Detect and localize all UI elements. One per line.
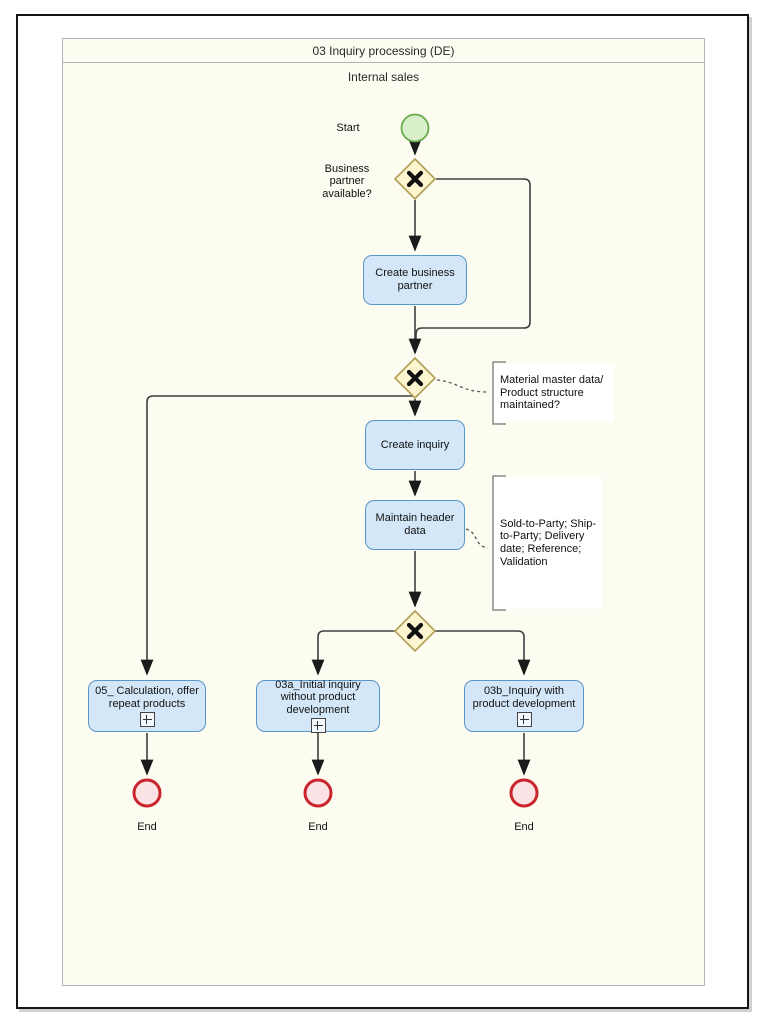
end-event-label-1: End	[137, 821, 157, 833]
start-event-label: Start	[336, 122, 360, 134]
subprocess-05-calculation-offer: 05_ Calculation, offer repeat products	[88, 680, 206, 732]
gateway1-label: Business partner available?	[322, 163, 372, 200]
task-create-business-partner-label: Create business partner	[375, 267, 455, 292]
subprocess-03a-initial-inquiry: 03a_Initial inquiry without product deve…	[256, 678, 380, 734]
end-event-label-2: End	[308, 821, 328, 833]
task-maintain-header-data: Maintain header data	[365, 500, 465, 550]
subprocess-plus-icon	[139, 712, 155, 728]
task-create-inquiry: Create inquiry	[365, 420, 465, 470]
subprocess-05-label: 05_ Calculation, offer repeat products	[95, 684, 199, 710]
end-event-label-3: End	[514, 821, 534, 833]
lane-label: Internal sales	[347, 70, 420, 84]
subprocess-plus-icon	[516, 712, 532, 728]
subprocess-plus-icon	[310, 718, 326, 734]
annotation-material-master-text: Material master data/ Product structure …	[500, 373, 604, 412]
annotation-header-fields-text: Sold-to-Party; Ship-to-Party; Delivery d…	[500, 517, 596, 568]
task-create-business-partner: Create business partner	[363, 255, 467, 305]
subprocess-03b-inquiry-with-dev: 03b_Inquiry with product development	[464, 680, 584, 732]
annotation-header-fields: Sold-to-Party; Ship-to-Party; Delivery d…	[494, 477, 602, 609]
subprocess-03a-label: 03a_Initial inquiry without product deve…	[275, 678, 361, 716]
subprocess-03b-label: 03b_Inquiry with product development	[472, 684, 576, 710]
pool-title: 03 Inquiry processing (DE)	[63, 39, 704, 63]
annotation-material-master: Material master data/ Product structure …	[494, 364, 614, 422]
task-maintain-header-data-label: Maintain header data	[375, 512, 455, 537]
task-create-inquiry-label: Create inquiry	[380, 438, 450, 451]
